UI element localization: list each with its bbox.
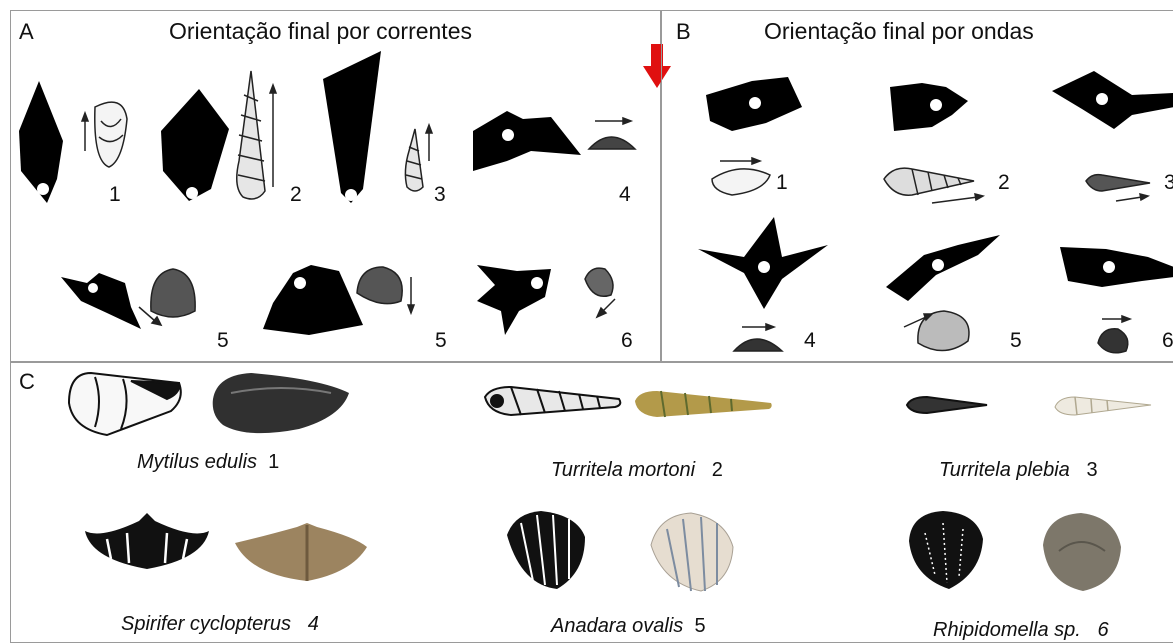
panel-b: B Orientação final por ondas [661, 10, 1173, 362]
species-number: 2 [712, 459, 723, 481]
species-number: 1 [268, 451, 279, 473]
rose-diagram-a5b [263, 265, 363, 335]
rose-diagram-b1 [706, 77, 802, 131]
rose-diagram-b6 [1060, 247, 1173, 287]
caption-rhipidomella: Rhipidomella sp. 6 [933, 619, 1109, 642]
species-number: 4 [308, 613, 319, 635]
species-number: 3 [1086, 459, 1097, 481]
panel-a-number-5a: 5 [217, 329, 229, 353]
panel-b-number-2: 2 [998, 171, 1010, 195]
species-name: Spirifer cyclopterus [121, 613, 291, 635]
shell-drawing-a4 [589, 118, 635, 149]
shell-photo-mytilus [213, 373, 349, 433]
shell-drawing-a5b [357, 267, 414, 313]
shell-drawing-rhipidomella [909, 511, 983, 589]
rose-diagram-b2 [890, 83, 968, 131]
panel-b-number-3: 3 [1164, 171, 1173, 195]
species-number: 6 [1098, 619, 1109, 641]
panel-c: C Mytilus edulis 1 Turritela mortoni 2 T… [10, 362, 1173, 643]
shell-photo-turritela-plebia [1055, 397, 1151, 415]
rose-diagram-b3 [1052, 71, 1173, 129]
shell-drawing-mytilus [69, 373, 181, 435]
shell-drawing-a6 [585, 268, 615, 317]
shell-drawing-a3 [405, 125, 432, 191]
shell-drawing-b5 [904, 311, 969, 351]
caption-spirifer: Spirifer cyclopterus 4 [121, 613, 319, 636]
shell-drawing-turritela-mortoni [485, 387, 620, 415]
species-name: Turritela mortoni [551, 459, 695, 481]
shell-drawing-b2 [884, 168, 983, 203]
shell-drawing-turritela-plebia [907, 397, 987, 413]
caption-turritela-plebia: Turritela plebia 3 [939, 459, 1098, 482]
rose-diagram-b5 [886, 235, 1000, 301]
shell-drawing-a2 [237, 71, 276, 199]
shell-drawing-b1 [712, 158, 770, 195]
caption-mytilus: Mytilus edulis 1 [137, 451, 279, 474]
panel-a: A Orientação final por correntes [10, 10, 661, 362]
panel-b-number-6: 6 [1162, 329, 1173, 353]
shell-photo-anadara [651, 513, 733, 591]
rose-diagram-a5a [61, 273, 141, 329]
rose-diagram-a2 [161, 89, 229, 201]
species-name: Rhipidomella sp. [933, 619, 1081, 641]
rose-diagram-a6 [477, 265, 551, 335]
shell-drawing-anadara [507, 511, 585, 589]
species-name: Turritela plebia [939, 459, 1070, 481]
panel-a-number-1: 1 [109, 183, 121, 207]
shell-drawing-b6 [1098, 316, 1130, 353]
rose-diagram-a3 [323, 51, 381, 203]
panel-b-number-5: 5 [1010, 329, 1022, 353]
panel-a-number-4: 4 [619, 183, 631, 207]
shell-photo-spirifer [235, 523, 367, 581]
panel-a-number-2: 2 [290, 183, 302, 207]
panel-c-artwork [11, 363, 1173, 643]
shell-drawing-b4 [734, 324, 782, 351]
shell-drawing-b3 [1086, 175, 1150, 201]
panel-b-number-4: 4 [804, 329, 816, 353]
species-name: Anadara ovalis [551, 615, 683, 637]
shell-drawing-spirifer [85, 513, 209, 569]
shell-drawing-a1 [82, 102, 127, 167]
rose-diagram-a4 [473, 111, 581, 171]
species-number: 5 [694, 615, 705, 637]
panel-b-artwork [662, 11, 1173, 362]
rose-diagram-b4 [698, 217, 828, 309]
panel-a-number-3: 3 [434, 183, 446, 207]
rose-diagram-a1 [19, 81, 63, 203]
caption-turritela-mortoni: Turritela mortoni 2 [551, 459, 723, 482]
shell-photo-turritela-mortoni [635, 391, 772, 417]
caption-anadara: Anadara ovalis 5 [551, 615, 706, 638]
panel-a-number-5b: 5 [435, 329, 447, 353]
panel-a-number-6: 6 [621, 329, 633, 353]
shell-drawing-a5a [139, 269, 195, 325]
panel-b-number-1: 1 [776, 171, 788, 195]
shell-photo-rhipidomella [1043, 513, 1121, 591]
species-name: Mytilus edulis [137, 451, 257, 473]
